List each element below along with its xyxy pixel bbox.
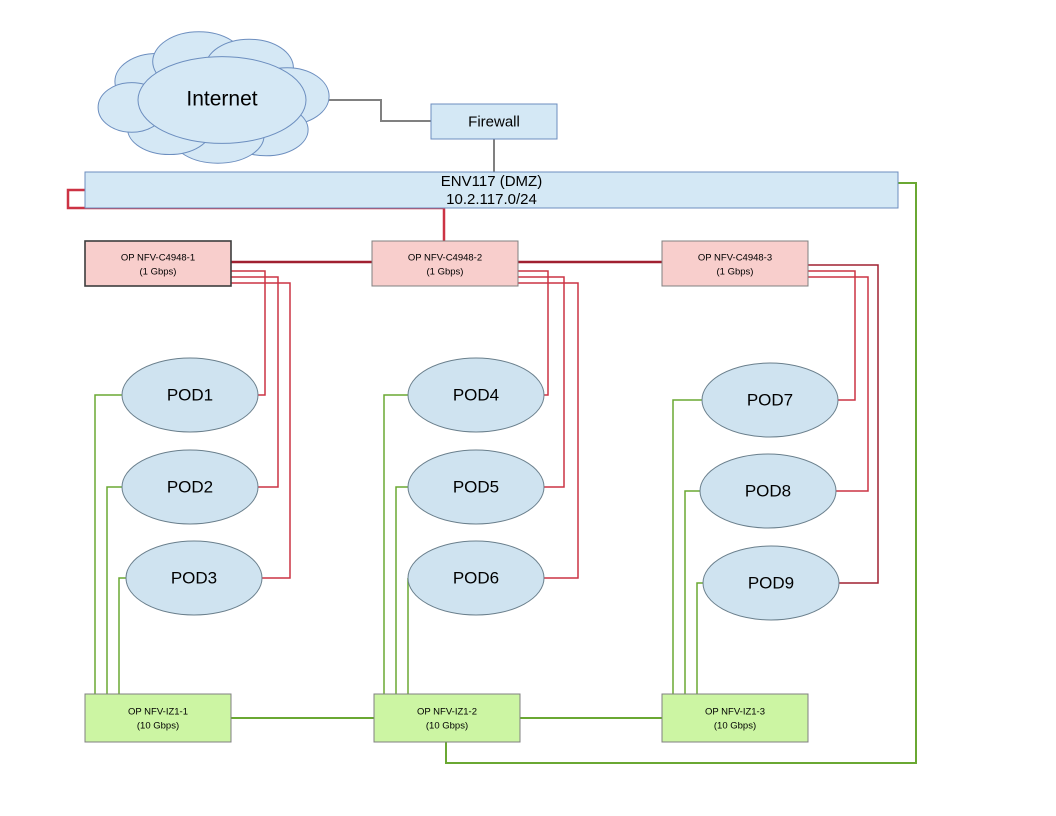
pod-ellipse-7 bbox=[701, 362, 839, 438]
firewall-label: Firewall bbox=[468, 113, 520, 130]
pod-label-2: POD2 bbox=[167, 477, 213, 496]
pod-label-9: POD9 bbox=[748, 573, 794, 592]
pod-node-9[interactable]: POD9 bbox=[702, 545, 840, 621]
pod-label-6: POD6 bbox=[453, 568, 499, 587]
pod-ellipse-5 bbox=[407, 449, 545, 525]
pod-label-1: POD1 bbox=[167, 385, 213, 404]
pod-label-3: POD3 bbox=[171, 568, 217, 587]
access-switch-3[interactable]: OP NFV-IZ1-3 (10 Gbps) bbox=[661, 693, 809, 743]
link-env117-sw2 bbox=[66, 188, 446, 241]
core-switch-2[interactable]: OP NFV-C4948-2 (1 Gbps) bbox=[371, 240, 519, 287]
core-switch-box-2 bbox=[371, 240, 519, 287]
core-switch-box-1 bbox=[84, 240, 232, 287]
access-switch-speed-2: (10 Gbps) bbox=[426, 721, 468, 732]
access-switch-speed-3: (10 Gbps) bbox=[714, 721, 756, 732]
pod-ellipse-8 bbox=[699, 453, 837, 529]
pod-node-4[interactable]: POD4 bbox=[407, 357, 545, 433]
pod-node-8[interactable]: POD8 bbox=[699, 453, 837, 529]
env117-box bbox=[84, 171, 899, 209]
access-switch-1[interactable]: OP NFV-IZ1-1 (10 Gbps) bbox=[84, 693, 232, 743]
core-switch-name-3: OP NFV-C4948-3 bbox=[698, 253, 772, 264]
pod-label-8: POD8 bbox=[745, 481, 791, 500]
link-sw3-pod8 bbox=[808, 276, 869, 492]
core-switch-speed-2: (1 Gbps) bbox=[427, 267, 464, 278]
pod-node-3[interactable]: POD3 bbox=[125, 540, 263, 616]
core-switch-3[interactable]: OP NFV-C4948-3 (1 Gbps) bbox=[661, 240, 809, 287]
link-pod9-iz3 bbox=[696, 582, 703, 694]
link-internet-firewall bbox=[327, 99, 431, 122]
link-pod1-iz1 bbox=[94, 394, 122, 694]
env117-name-label: ENV117 (DMZ) bbox=[441, 173, 542, 190]
core-switch-speed-3: (1 Gbps) bbox=[717, 267, 754, 278]
link-sw1-pod3 bbox=[231, 282, 291, 579]
internet-label: Internet bbox=[186, 88, 257, 111]
core-switch-speed-1: (1 Gbps) bbox=[140, 267, 177, 278]
pod-ellipse-2 bbox=[121, 449, 259, 525]
pod-label-5: POD5 bbox=[453, 477, 499, 496]
pod-node-1[interactable]: POD1 bbox=[121, 357, 259, 433]
pod-ellipse-1 bbox=[121, 357, 259, 433]
link-sw3-pod9 bbox=[808, 264, 879, 584]
pod-node-5[interactable]: POD5 bbox=[407, 449, 545, 525]
link-env117-iz2 bbox=[445, 182, 917, 764]
pod-node-6[interactable]: POD6 bbox=[407, 540, 545, 616]
access-switch-name-1: OP NFV-IZ1-1 bbox=[128, 707, 188, 718]
link-pod3-iz1 bbox=[118, 577, 126, 694]
link-sw2-pod6 bbox=[518, 282, 579, 579]
link-sw1-pod1 bbox=[231, 270, 266, 396]
env117-dmz-network-bar[interactable]: ENV117 (DMZ)10.2.117.0/24 bbox=[84, 171, 899, 209]
firewall-node[interactable]: Firewall bbox=[430, 103, 558, 140]
link-layer bbox=[66, 99, 917, 764]
access-switch-name-3: OP NFV-IZ1-3 bbox=[705, 707, 765, 718]
link-sw2-pod5 bbox=[518, 276, 565, 488]
pod-label-7: POD7 bbox=[747, 390, 793, 409]
env117-subnet-label: 10.2.117.0/24 bbox=[446, 191, 537, 208]
access-switch-2[interactable]: OP NFV-IZ1-2 (10 Gbps) bbox=[373, 693, 521, 743]
link-pod7-iz3 bbox=[672, 399, 702, 694]
pod-ellipse-9 bbox=[702, 545, 840, 621]
pod-node-7[interactable]: POD7 bbox=[701, 362, 839, 438]
internet-cloud[interactable]: Internet bbox=[97, 31, 330, 164]
access-switch-box-2 bbox=[373, 693, 521, 743]
access-switch-box-1 bbox=[84, 693, 232, 743]
link-pod2-iz1 bbox=[106, 486, 122, 694]
pod-node-2[interactable]: POD2 bbox=[121, 449, 259, 525]
pod-ellipse-6 bbox=[407, 540, 545, 616]
core-switch-box-3 bbox=[661, 240, 809, 287]
firewall-box bbox=[430, 103, 558, 140]
access-switch-box-3 bbox=[661, 693, 809, 743]
link-pod5-iz2 bbox=[395, 486, 408, 694]
cloud-lobe-9 bbox=[137, 56, 307, 144]
link-pod4-iz2 bbox=[383, 394, 408, 694]
link-pod8-iz3 bbox=[684, 490, 700, 694]
core-switch-name-1: OP NFV-C4948-1 bbox=[121, 253, 195, 264]
pod-ellipse-4 bbox=[407, 357, 545, 433]
core-switch-1[interactable]: OP NFV-C4948-1 (1 Gbps) bbox=[84, 240, 232, 287]
link-sw2-pod4 bbox=[518, 270, 549, 396]
link-sw3-pod7 bbox=[808, 270, 856, 401]
pod-label-4: POD4 bbox=[453, 385, 499, 404]
access-switch-name-2: OP NFV-IZ1-2 bbox=[417, 707, 477, 718]
access-switch-speed-1: (10 Gbps) bbox=[137, 721, 179, 732]
pod-ellipse-3 bbox=[125, 540, 263, 616]
core-switch-name-2: OP NFV-C4948-2 bbox=[408, 253, 482, 264]
link-sw1-pod2 bbox=[231, 276, 279, 488]
